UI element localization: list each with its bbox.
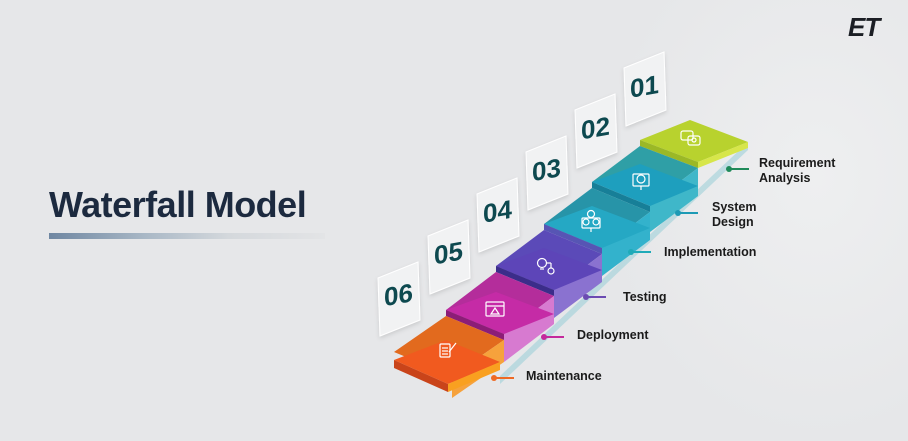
step-06	[394, 340, 500, 392]
connector-line	[546, 336, 564, 338]
label-text-line1: System	[712, 200, 757, 214]
connector-dot	[541, 334, 547, 340]
number-card-06: 06	[377, 261, 421, 337]
svg-text:06: 06	[384, 277, 413, 312]
step-02	[592, 164, 698, 212]
connector-line	[633, 251, 651, 253]
label-text: Implementation	[664, 245, 757, 259]
label-text: Maintenance	[526, 369, 602, 383]
connector-line	[731, 168, 749, 170]
number-card-04: 04	[476, 177, 520, 253]
connector-dot	[675, 210, 681, 216]
step-04	[496, 248, 602, 296]
number-card-05: 05	[427, 219, 471, 295]
step-05	[446, 292, 554, 340]
connector-line	[680, 212, 698, 214]
svg-text:02: 02	[581, 111, 610, 146]
title-underline	[49, 233, 325, 239]
number-card-01: 01	[623, 51, 667, 127]
connector-dot	[583, 294, 589, 300]
browser-network-icon	[485, 301, 505, 317]
step-01	[640, 120, 748, 168]
et-logo: ET	[848, 12, 880, 42]
step-03	[544, 206, 650, 254]
svg-text:03: 03	[532, 152, 561, 187]
svg-text:05: 05	[434, 236, 463, 271]
lightbulb-gear-icon	[536, 257, 555, 275]
label-text: Testing	[623, 290, 667, 304]
number-card-02: 02	[574, 93, 618, 169]
monitor-globe-icon	[632, 173, 650, 190]
gears-monitor-icon	[581, 209, 601, 232]
number-card-03: 03	[525, 135, 569, 211]
label-text-line2: Analysis	[759, 171, 811, 185]
label-text-line1: Requirement	[759, 156, 836, 170]
checklist-pen-icon	[439, 342, 457, 358]
connector-line	[496, 377, 514, 379]
connector-dot	[726, 166, 732, 172]
connector-dot	[491, 375, 497, 381]
page-title: Waterfall Model	[49, 184, 307, 225]
label-text: Deployment	[577, 328, 649, 342]
svg-text:04: 04	[483, 194, 512, 229]
connector-dot	[628, 249, 634, 255]
label-text-line2: Design	[712, 215, 754, 229]
svg-text:01: 01	[630, 69, 659, 104]
chat-bubbles-icon	[680, 130, 701, 146]
connector-line	[588, 296, 606, 298]
